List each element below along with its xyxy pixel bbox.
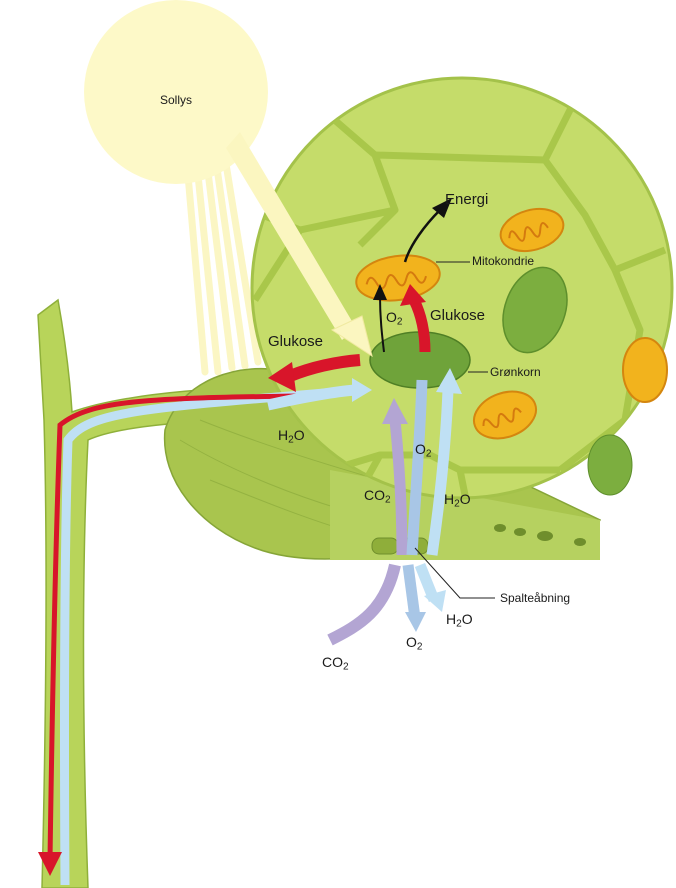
- h2o-outer-label: H2O: [446, 611, 473, 630]
- stoma-leader: [414, 547, 495, 599]
- stem-glucose-arrow: [47, 393, 301, 861]
- glucose-left-label: Glukose: [268, 333, 324, 350]
- o2-exit-arrowhead: [405, 612, 426, 632]
- co2-inner-label: CO2: [364, 487, 391, 506]
- o2-cell-arrow: [406, 379, 428, 556]
- mitochondrion-lower: [473, 390, 537, 440]
- energy-arrowhead: [432, 198, 452, 218]
- co2-cell-arrow: [389, 419, 408, 556]
- h2o-cell-up-arrow: [426, 389, 454, 556]
- h2o-inner-label: H2O: [444, 491, 471, 510]
- co2-entry-arrow: [327, 563, 401, 646]
- o2-outer-label: O2: [406, 634, 423, 653]
- o2-to-mitochondrion-arrow: [379, 295, 385, 353]
- mitochondrion-label: Mitokondrie: [472, 254, 535, 268]
- h2o-leaf-label: H2O: [278, 427, 305, 446]
- glucose-left-arrow: [287, 354, 361, 382]
- chloroplast-label: Grønkorn: [490, 365, 541, 379]
- stem-water-arrowhead: [352, 378, 372, 402]
- sun-rays: [184, 160, 262, 376]
- o2-center-label: O2: [386, 309, 403, 328]
- mitochondrion-top: [499, 207, 565, 253]
- chloroplast-lower: [587, 434, 633, 496]
- stem-water-arrow: [59, 385, 361, 886]
- sun: [84, 0, 268, 184]
- energy-label: Energi: [445, 191, 489, 208]
- h2o-cell-arrow: [266, 384, 356, 411]
- o2-to-mitochondrion-arrowhead: [373, 284, 387, 300]
- energy-arrow: [403, 209, 441, 263]
- mitochondrion-right: [622, 337, 668, 403]
- sunlight-beam-arrow: [226, 132, 373, 358]
- stoma-label: Spalteåbning: [500, 591, 571, 605]
- stem-glucose-arrowhead: [38, 852, 62, 876]
- sun-label: Sollys: [160, 93, 193, 107]
- glucose-up-arrowhead: [400, 284, 426, 306]
- glucose-left-arrowhead: [268, 362, 296, 392]
- chloroplast-right: [502, 266, 568, 354]
- h2o-cell-up-arrowhead: [436, 368, 462, 394]
- co2-outer-label: CO2: [322, 654, 349, 673]
- mitochondrion-center: [355, 254, 441, 302]
- o2-inner-label: O2: [415, 441, 432, 460]
- glucose-right-label: Glukose: [430, 307, 486, 324]
- h2o-exit-arrowhead: [424, 590, 446, 612]
- o2-exit-arrow: [402, 564, 421, 619]
- co2-cell-arrowhead: [382, 398, 408, 424]
